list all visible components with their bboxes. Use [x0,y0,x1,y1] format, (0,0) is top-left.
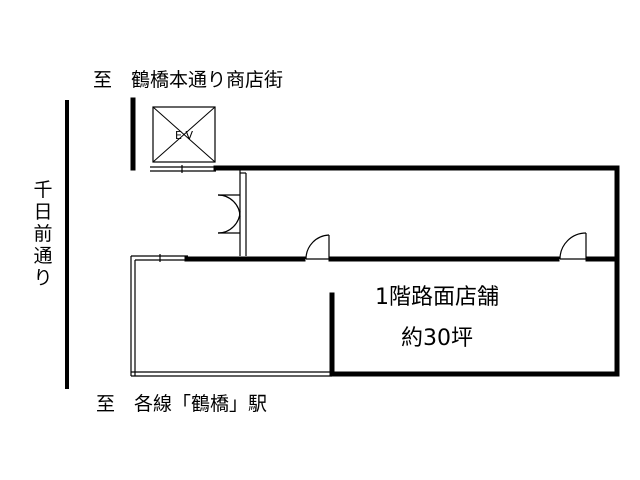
walls [130,97,620,377]
store-name-label: 1階路面店舗 [375,285,499,310]
street-label: 千 日 前 通 り [33,179,52,289]
street-char: 通 [33,245,52,267]
thin-walls [130,165,332,377]
street-char: り [33,267,52,289]
north-direction-label: 至 鶴橋本通り商店街 [93,69,283,91]
street-char: 日 [33,201,52,223]
elevator-label: E V [175,129,193,142]
store-door-right [559,232,587,260]
elevator: E V [152,106,216,163]
store-area-label: 約30坪 [401,326,473,351]
street-char: 千 [33,179,52,201]
entrance-double-door [217,194,241,234]
south-direction-label: 至 各線「鶴橋」駅 [96,393,267,415]
street-char: 前 [33,223,52,245]
store-door-left [305,234,330,260]
